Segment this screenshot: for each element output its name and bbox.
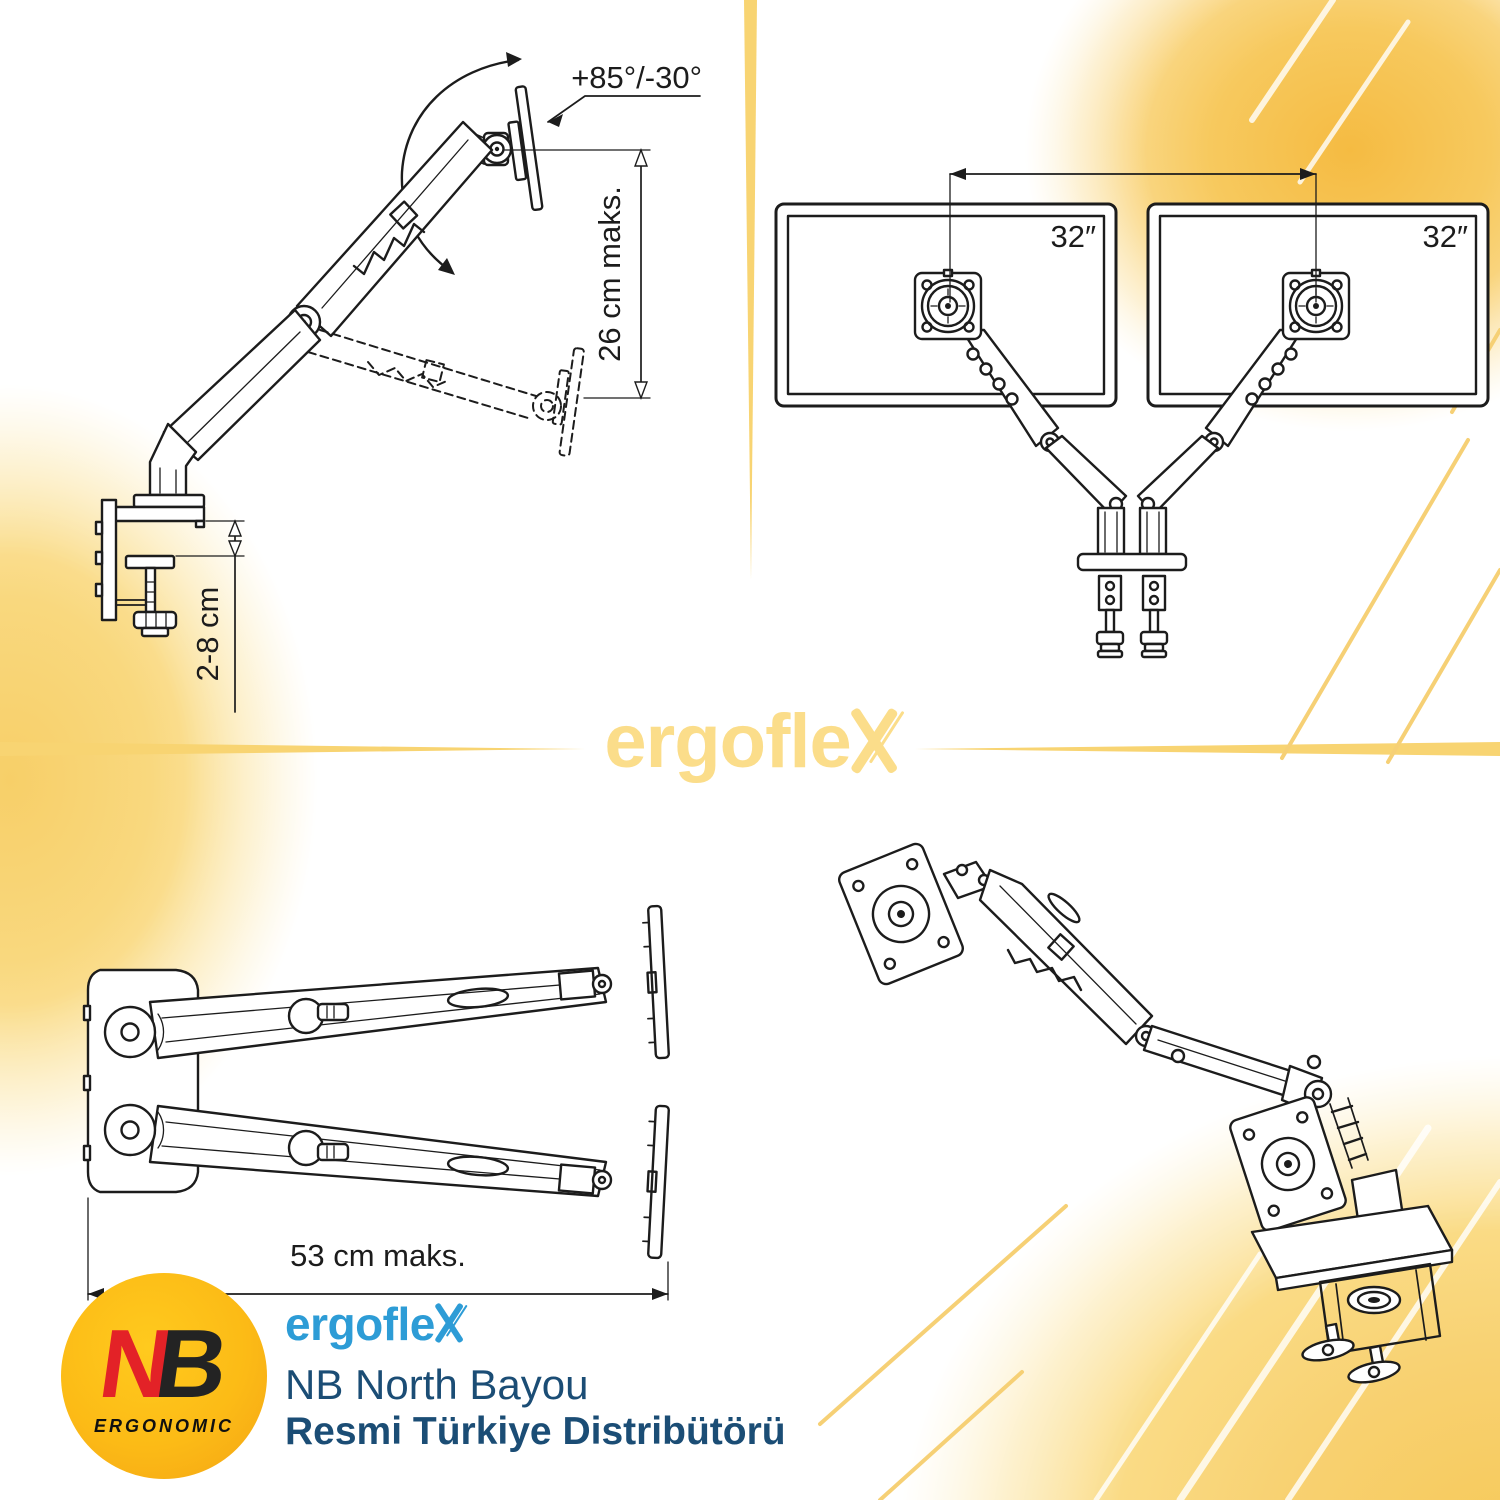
distributor-text-block: ergofle NB North Bayou Resmi Türkiye Dis… [285, 1300, 786, 1454]
white-streak [1285, 1179, 1500, 1500]
diagonal-accent [818, 1204, 1068, 1426]
divider-vertical [744, 0, 757, 580]
clamp-knob [1347, 1344, 1401, 1384]
top-view-drawing: 53 cm maks. [82, 904, 670, 1301]
front-view-drawing: 32″ 32″ [774, 168, 1490, 659]
clamp-range-label: 2-8 cm [190, 587, 225, 682]
height-range-label: 26 cm maks. [592, 186, 627, 362]
side-view-drawing: +85°/-30° 26 cm [94, 52, 702, 713]
clamp-screw [1139, 574, 1169, 659]
brand-logo-text: ergofle [285, 1298, 435, 1350]
badge-caption: ERGONOMIC [93, 1416, 234, 1436]
wordmark-x-glyph [850, 707, 906, 775]
white-streak [1297, 19, 1411, 185]
tilt-range-label: +85°/-30° [571, 60, 702, 95]
diagonal-accent [1386, 568, 1500, 764]
clamp-knob [1301, 1322, 1355, 1362]
brand-logo: ergofle [285, 1300, 786, 1348]
vesa-plate [913, 268, 983, 341]
brand-x-glyph [434, 1302, 468, 1344]
distributor-line: Resmi Türkiye Distribütörü [285, 1410, 786, 1453]
diagonal-accent [878, 1370, 1024, 1500]
badge-letter-b: B [149, 1309, 235, 1418]
center-wordmark: ergofle [0, 698, 1500, 784]
clamp-screw [1095, 574, 1125, 659]
white-streak [1093, 1251, 1263, 1500]
brand-name: NB North Bayou [285, 1361, 589, 1408]
iso-view-drawing [838, 842, 1454, 1384]
diagonal-accent [1280, 438, 1470, 760]
monitor-size-left: 32″ [1051, 219, 1096, 254]
monitor-size-right: 32″ [1423, 219, 1468, 254]
divider-right [915, 742, 1500, 756]
wordmark-text: ergofle [604, 698, 851, 784]
white-streak [1249, 0, 1336, 123]
divider-left [0, 742, 585, 756]
reach-label: 53 cm maks. [290, 1238, 466, 1273]
